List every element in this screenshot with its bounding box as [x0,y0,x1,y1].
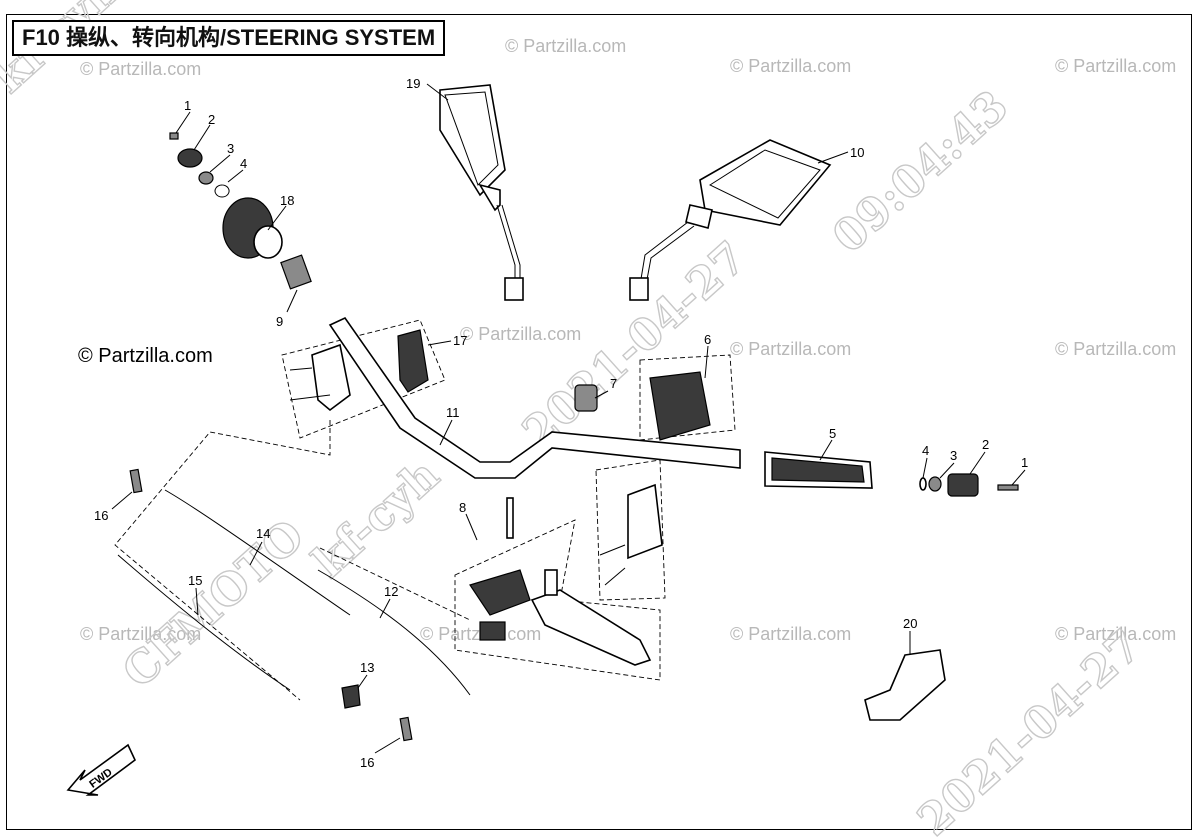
right-end-cap-parts [919,473,1019,497]
callout-16: 16 [360,755,374,770]
right-grip [764,451,873,489]
mirror-left [439,84,524,301]
mirror-right [629,139,832,301]
stamp-brand: CFMOTO [113,510,314,698]
callout-14: 14 [256,526,270,541]
fwd-arrow-icon: FWD [66,743,137,796]
cable-routing-clutch [319,547,471,621]
callout-6: 6 [704,332,711,347]
callout-1: 1 [184,98,191,113]
switch-right-lower-box [595,459,666,601]
watermark-text: © Partzilla.com [730,624,851,644]
callout-3: 3 [950,448,957,463]
left-switch-housing [289,329,429,412]
callout-4: 4 [922,443,929,458]
callout-20: 20 [903,616,917,631]
callout-7: 7 [610,376,617,391]
watermark-text: © Partzilla.com [1055,624,1176,644]
callout-16: 16 [94,508,108,523]
callout-18: 18 [280,193,294,208]
switch-right-upper-box [639,354,736,441]
callout-12: 12 [384,584,398,599]
callout-2: 2 [208,112,215,127]
clutch-lever-group-box [454,519,661,681]
callout-labels: 1 2 3 4 18 9 19 10 17 11 7 6 5 4 3 2 1 1… [94,76,1028,770]
watermark-text: © Partzilla.com [730,56,851,76]
watermark-partzilla-large: © Partzilla.com [78,345,213,367]
page-title: F10 操纵、转向机构/STEERING SYSTEM [12,20,446,56]
callout-9: 9 [276,314,283,329]
clutch-lever-assembly [469,497,652,666]
watermark-text: © Partzilla.com [1055,56,1176,76]
stamp-time: 09:04:43 [823,81,1018,264]
watermark-text: © Partzilla.com [80,59,201,79]
switch-7 [574,384,598,412]
left-end-cap-parts [169,132,312,290]
bracket-20 [864,649,946,721]
assembly-boundaries [114,319,736,701]
stamp-date: 2021-04-27 [513,232,756,458]
watermark-text: © Partzilla.com [80,624,201,644]
cable-routing-left [114,420,331,701]
stamp-user: kf-cyh [303,450,449,589]
cables [117,489,471,696]
leader-lines [111,83,1026,754]
callout-4: 4 [240,156,247,171]
callout-3: 3 [227,141,234,156]
stamp-date: 2021-04-27 [908,620,1151,838]
watermark-text: © Partzilla.com [730,339,851,359]
right-switch-upper [649,371,711,441]
watermark-text: © Partzilla.com [1055,339,1176,359]
callout-8: 8 [459,500,466,515]
callout-17: 17 [453,333,467,348]
small-fasteners [129,468,413,742]
callout-11: 11 [446,405,460,420]
callout-5: 5 [829,426,836,441]
right-switch-lower [599,483,663,586]
callout-10: 10 [850,145,864,160]
callout-1: 1 [1021,455,1028,470]
callout-2: 2 [982,437,989,452]
handlebar [328,316,741,479]
callout-15: 15 [188,573,202,588]
watermark-text: © Partzilla.com [505,36,626,56]
callout-13: 13 [360,660,374,675]
watermark-text: © Partzilla.com [460,324,581,344]
drawing-frame [6,14,1192,830]
callout-19: 19 [406,76,420,91]
